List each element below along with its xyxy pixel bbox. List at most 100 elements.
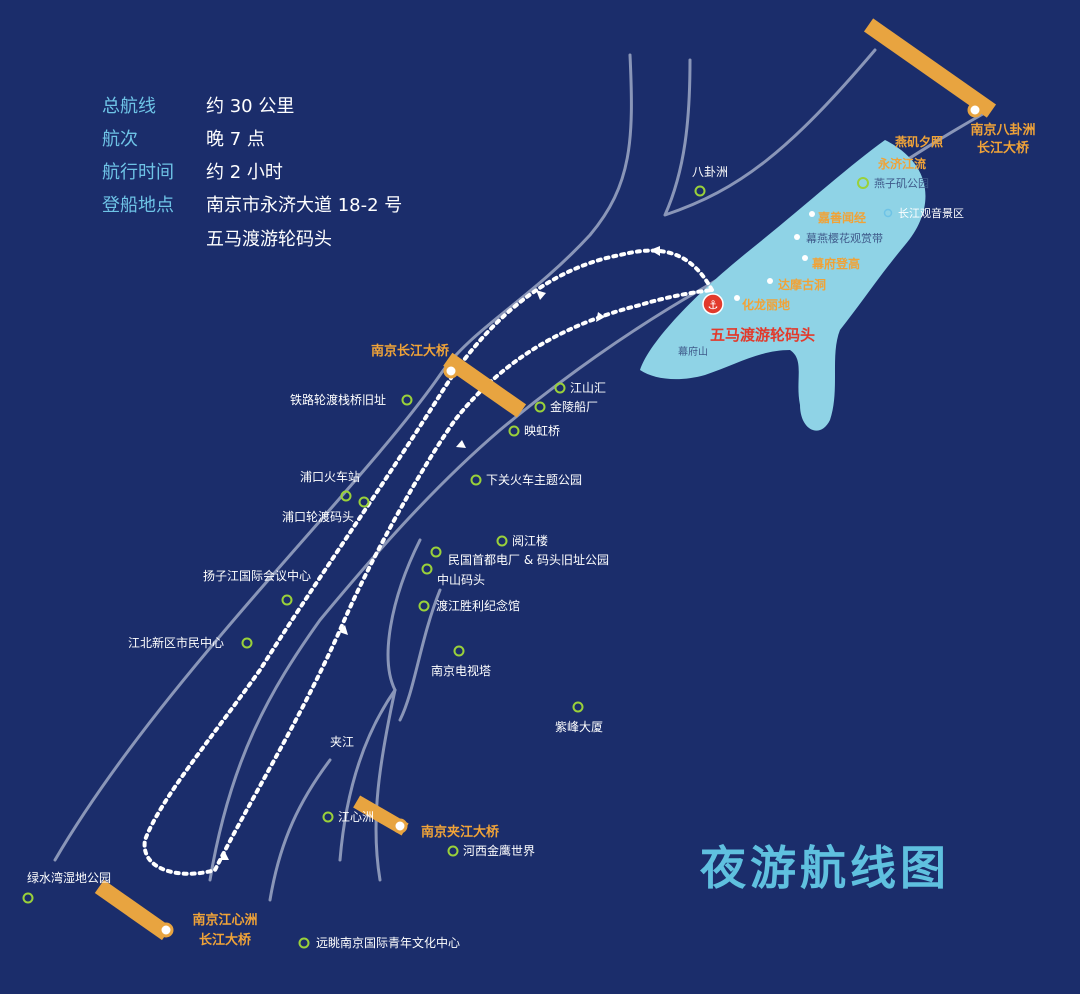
- nanjing-yangtze-bridge: [443, 352, 527, 418]
- info-value: 南京市永济大道 18-2 号: [206, 195, 403, 216]
- dock-glyph: ⚓: [708, 298, 719, 312]
- arrow-icon: [650, 246, 660, 256]
- place-label: 绿水湾湿地公园: [27, 870, 111, 885]
- jiangxinzhou-bridge: [94, 879, 174, 941]
- place-marker-icon: [694, 185, 706, 197]
- info-row-dock: 五马渡游轮码头: [206, 225, 332, 251]
- island-places: 燕子矶公园 长江观音景区 幕燕樱花观赏带 幕府山: [678, 177, 964, 358]
- place-marker-icon: [401, 394, 413, 406]
- place-marker-icon: [508, 425, 520, 437]
- arrow-icon: [456, 440, 466, 448]
- place-label: 金陵船厂: [550, 399, 598, 414]
- info-row-distance: 总航线 约 30 公里: [102, 92, 294, 118]
- place-marker-icon: [857, 177, 869, 189]
- place-label: 民国首都电厂 & 码头旧址公园: [448, 553, 609, 567]
- dot-icon: [794, 234, 800, 240]
- info-value: 约 30 公里: [206, 96, 295, 117]
- place-marker-icon: [22, 892, 34, 904]
- info-value: 晚 7 点: [206, 129, 265, 150]
- bridge-label: 长江大桥: [977, 140, 1030, 156]
- place-marker-icon: [470, 474, 482, 486]
- bridge-labels: 南京八卦洲 长江大桥 南京长江大桥 南京夹江大桥 南京江心洲 长江大桥: [192, 122, 1035, 948]
- place-marker-icon: [358, 496, 370, 508]
- map-title: 夜游航线图: [700, 841, 950, 895]
- dot-icon: [809, 211, 815, 217]
- scenic-spot-label: 燕矶夕照: [895, 134, 943, 149]
- place-label: 八卦洲: [692, 165, 728, 179]
- scenic-spot-label: 达摩古洞: [778, 277, 826, 292]
- dock-label: 五马渡游轮码头: [710, 326, 815, 344]
- place-label: 浦口轮渡码头: [282, 509, 354, 524]
- scenic-spot-label: 幕府登高: [811, 256, 860, 271]
- bridge-marker-icon: [158, 922, 174, 938]
- bridge-label: 南京八卦洲: [970, 122, 1035, 138]
- place-label: 渡江胜利纪念馆: [436, 598, 520, 613]
- place-label: 中山码头: [437, 572, 485, 587]
- place-marker-icon: [453, 645, 465, 657]
- dot-icon: [767, 278, 773, 284]
- place-label: 南京电视塔: [431, 663, 491, 678]
- place-marker-icon: [430, 546, 442, 558]
- place-label: 江心洲: [338, 810, 374, 824]
- place-marker-icon: [418, 600, 430, 612]
- bridge-label: 长江大桥: [199, 932, 252, 948]
- info-label: 登船地点: [102, 195, 174, 216]
- place-label: 幕府山: [678, 345, 708, 358]
- scenic-spots: 燕矶夕照 永济江流 嘉善闻经 幕府登高 达摩古洞 化龙丽地: [742, 134, 943, 312]
- place-label: 扬子江国际会议中心: [203, 568, 311, 583]
- place-labels: 八卦洲 江山汇 金陵船厂 映虹桥 铁路轮渡栈桥旧址 浦口火车站 浦口轮渡码头 下…: [27, 165, 728, 950]
- info-value: 约 2 小时: [206, 162, 283, 183]
- bridge-marker-icon: [967, 102, 983, 118]
- bridge-marker-icon: [443, 363, 459, 379]
- place-label: 幕燕樱花观赏带: [806, 231, 883, 245]
- dot-icon: [734, 295, 740, 301]
- info-label: 航次: [102, 129, 138, 150]
- ferry-pier-icon: [702, 293, 724, 315]
- place-label: 映虹桥: [524, 424, 560, 438]
- bridge-label: 南京江心洲: [192, 912, 257, 928]
- arrow-icon: [339, 625, 348, 635]
- place-label: 紫峰大厦: [555, 720, 603, 734]
- dot-icon: [802, 255, 808, 261]
- mufu-mountain-area: [640, 140, 926, 431]
- jiajiang-bridge: [353, 795, 409, 836]
- place-label: 长江观音景区: [898, 206, 964, 220]
- place-marker-icon: [447, 845, 459, 857]
- green-markers: [22, 185, 706, 949]
- peninsula-dots: [734, 211, 815, 301]
- bridge-label: 南京夹江大桥: [421, 824, 500, 840]
- arrow-icon: [596, 312, 605, 322]
- arrow-icon: [536, 290, 546, 300]
- place-marker-icon: [281, 594, 293, 606]
- route-arrows: [219, 246, 660, 860]
- place-marker-icon: [340, 490, 352, 502]
- scenic-spot-label: 化龙丽地: [742, 297, 790, 312]
- place-marker-icon: [883, 208, 893, 218]
- place-marker-icon: [298, 937, 310, 949]
- bridges: [94, 18, 997, 941]
- info-label: 航行时间: [102, 162, 174, 183]
- bridge-marker-icon: [392, 818, 408, 834]
- place-label: 江山汇: [570, 381, 606, 395]
- info-row-departure: 航次 晚 7 点: [102, 125, 265, 151]
- info-value: 五马渡游轮码头: [206, 229, 332, 250]
- place-marker-icon: [496, 535, 508, 547]
- place-label: 浦口火车站: [300, 469, 360, 484]
- place-label: 燕子矶公园: [874, 177, 929, 190]
- place-label: 下关火车主题公园: [486, 472, 582, 487]
- place-marker-icon: [534, 401, 546, 413]
- place-marker-icon: [322, 811, 334, 823]
- place-label: 河西金鹰世界: [463, 843, 535, 858]
- info-label: 总航线: [102, 96, 156, 117]
- place-label: 远眺南京国际青年文化中心: [316, 935, 460, 950]
- place-label: 夹江: [330, 735, 354, 749]
- place-marker-icon: [572, 701, 584, 713]
- place-label: 江北新区市民中心: [128, 635, 224, 650]
- bagua-bridge: [863, 18, 997, 118]
- info-row-boarding: 登船地点 南京市永济大道 18-2 号: [102, 191, 402, 217]
- info-row-duration: 航行时间 约 2 小时: [102, 158, 283, 184]
- arrow-icon: [219, 852, 229, 860]
- place-marker-icon: [421, 563, 433, 575]
- bridge-label: 南京长江大桥: [371, 343, 450, 359]
